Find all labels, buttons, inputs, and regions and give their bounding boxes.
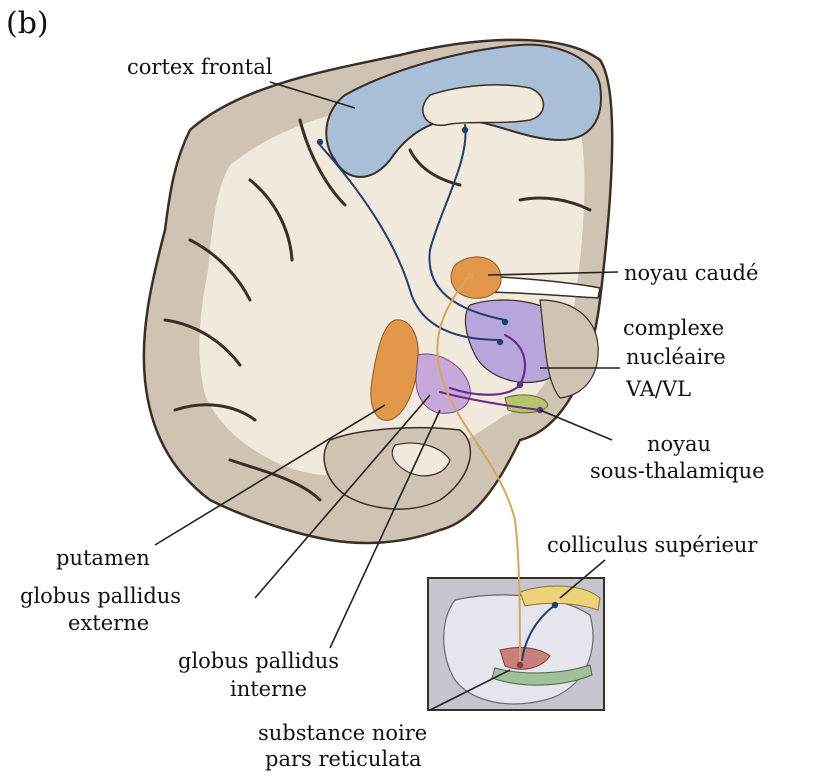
label-complexe-2: nucléaire xyxy=(626,346,726,368)
label-gp-interne-2: interne xyxy=(230,678,307,700)
label-colliculus: colliculus supérieur xyxy=(547,534,757,556)
label-noyau-sous-2: sous-thalamique xyxy=(590,460,765,482)
label-cortex-frontal: cortex frontal xyxy=(127,56,272,78)
label-complexe-3: VA/VL xyxy=(626,378,691,400)
label-putamen: putamen xyxy=(56,547,150,569)
leader-noyau-sous xyxy=(540,410,612,440)
label-substance-2: pars reticulata xyxy=(265,748,422,770)
label-gp-interne-1: globus pallidus xyxy=(178,650,339,672)
label-noyau-sous-1: noyau xyxy=(647,433,711,455)
label-gp-externe-2: externe xyxy=(68,612,149,634)
label-complexe-1: complexe xyxy=(623,317,724,339)
panel-label: (b) xyxy=(6,8,49,40)
label-substance-1: substance noire xyxy=(258,722,427,744)
label-gp-externe-1: globus pallidus xyxy=(20,585,181,607)
label-noyau-caude: noyau caudé xyxy=(624,262,758,284)
